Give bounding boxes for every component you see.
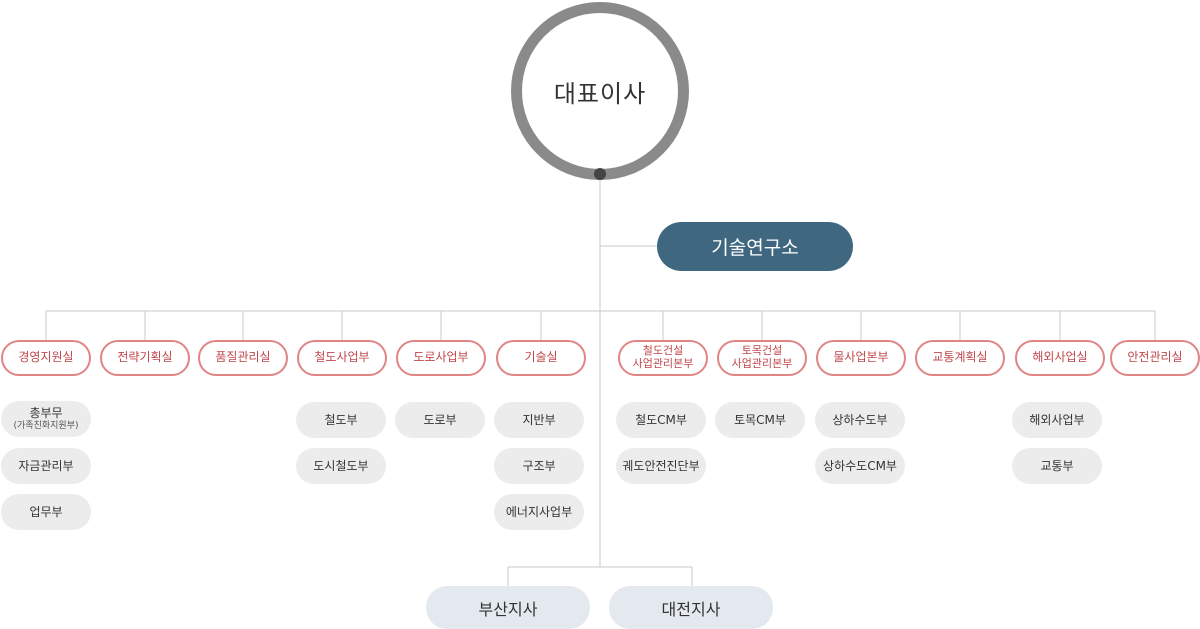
dept-label: 물사업본부	[833, 350, 889, 365]
dept-label: 해외사업실	[1032, 350, 1088, 365]
team-label: 궤도안전진단부	[622, 458, 700, 473]
branch-label: 대전지사	[661, 599, 721, 619]
team-label: 철도부	[324, 412, 358, 427]
dept-label: 품질관리실	[215, 350, 271, 365]
dept-railway-construction-hq: 철도건설 사업관리본부	[618, 340, 708, 376]
team-operations: 업무부	[1, 494, 91, 530]
dept-management-support: 경영지원실	[1, 340, 91, 376]
dept-safety-management: 안전관리실	[1110, 340, 1200, 376]
dept-label-line1: 철도건설	[642, 344, 684, 358]
team-track-safety-diagnosis: 궤도안전진단부	[616, 448, 706, 484]
team-railway: 철도부	[296, 402, 386, 438]
dept-strategy-planning: 전략기획실	[100, 340, 190, 376]
dept-label: 전략기획실	[117, 350, 173, 365]
ceo-label: 대표이사	[553, 79, 647, 108]
dept-railway-business: 철도사업부	[297, 340, 387, 376]
institute-node: 기술연구소	[657, 222, 853, 271]
dept-quality-management: 품질관리실	[198, 340, 288, 376]
team-label: 총부무	[29, 406, 63, 421]
team-label: 상하수도부	[832, 412, 888, 427]
team-label: 에너지사업부	[505, 504, 573, 519]
team-energy-business: 에너지사업부	[494, 494, 584, 530]
team-label: 도시철도부	[313, 458, 369, 473]
team-railway-cm: 철도CM부	[616, 402, 706, 438]
team-label: 구조부	[522, 458, 556, 473]
dept-label-line2: 사업관리본부	[632, 357, 694, 370]
team-water-sewage-cm: 상하수도CM부	[815, 448, 905, 484]
dept-label: 교통계획실	[932, 350, 988, 365]
dept-traffic-planning: 교통계획실	[915, 340, 1005, 376]
institute-label: 기술연구소	[711, 237, 799, 259]
dept-label: 철도사업부	[314, 350, 370, 365]
dept-label-line2: 사업관리본부	[731, 357, 793, 370]
team-road: 도로부	[395, 402, 485, 438]
team-label: 지반부	[522, 412, 556, 427]
team-label: 해외사업부	[1029, 412, 1085, 427]
branch-daejeon: 대전지사	[609, 586, 773, 629]
dept-label: 경영지원실	[18, 350, 74, 365]
ceo-node: 대표이사	[511, 2, 689, 180]
dept-label: 기술실	[524, 350, 558, 365]
team-label: 상하수도CM부	[823, 458, 897, 473]
dept-overseas-business: 해외사업실	[1015, 340, 1105, 376]
dept-label: 안전관리실	[1127, 350, 1183, 365]
dept-technology: 기술실	[496, 340, 586, 376]
team-civil-cm: 토목CM부	[715, 402, 805, 438]
team-transportation: 교통부	[1012, 448, 1102, 484]
ceo-connector-dot	[594, 168, 606, 180]
team-label: 교통부	[1040, 458, 1074, 473]
team-label: 자금관리부	[18, 458, 74, 473]
team-urban-railway: 도시철도부	[296, 448, 386, 484]
dept-label-line1: 토목건설	[741, 344, 783, 358]
team-general-affairs: 총부무 (가족친화지원부)	[1, 401, 91, 437]
team-geotechnical: 지반부	[494, 402, 584, 438]
team-label: 도로부	[423, 412, 457, 427]
branch-busan: 부산지사	[426, 586, 590, 629]
team-overseas-business: 해외사업부	[1012, 402, 1102, 438]
dept-road-business: 도로사업부	[396, 340, 486, 376]
dept-label: 도로사업부	[413, 350, 469, 365]
dept-civil-construction-hq: 토목건설 사업관리본부	[717, 340, 807, 376]
team-label: 토목CM부	[734, 412, 786, 427]
branch-label: 부산지사	[478, 599, 538, 619]
team-water-sewage: 상하수도부	[815, 402, 905, 438]
team-fund-management: 자금관리부	[1, 448, 91, 484]
team-sub-label: (가족친화지원부)	[13, 420, 79, 431]
dept-water-business-hq: 물사업본부	[816, 340, 906, 376]
team-label: 철도CM부	[635, 412, 687, 427]
team-structure: 구조부	[494, 448, 584, 484]
team-label: 업무부	[29, 504, 63, 519]
